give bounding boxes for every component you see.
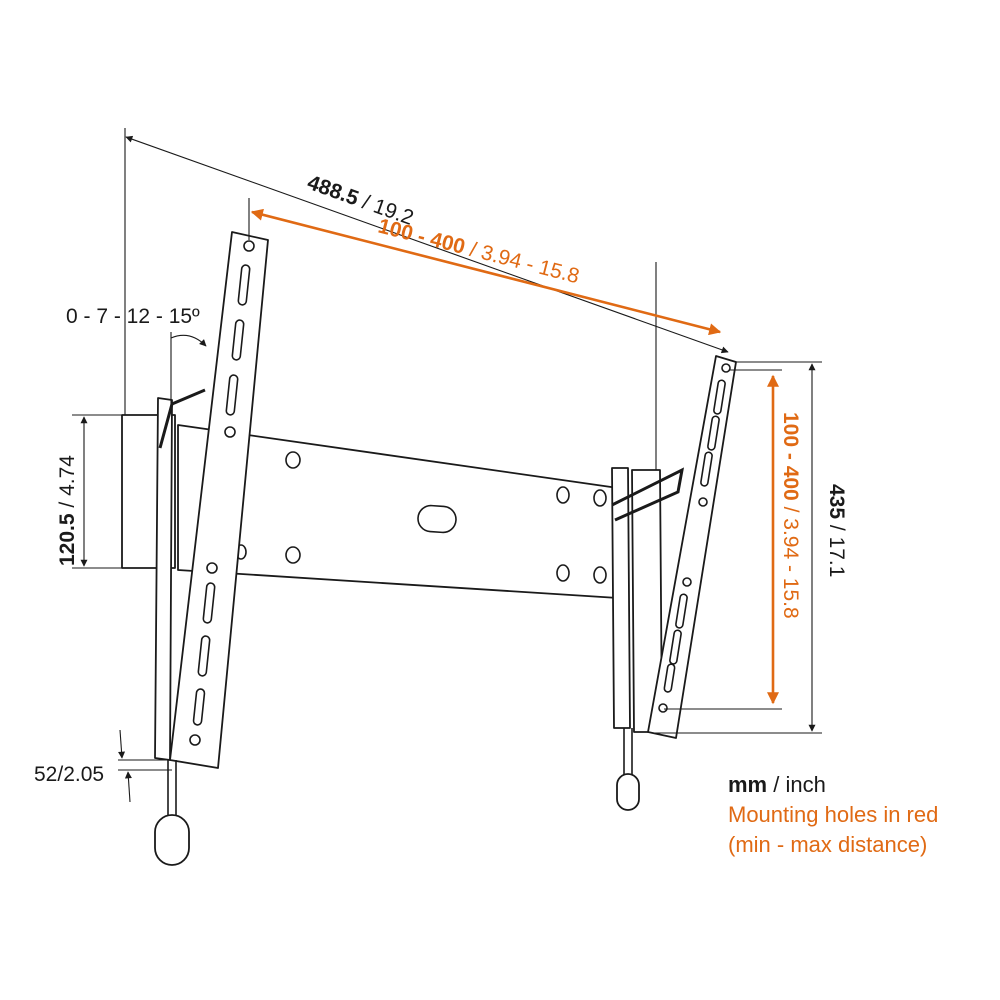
overall-height-mm: 435 [825,484,848,519]
horizontal-hole-spacing-dimension: 100 - 400 / 3.94 - 15.8 [248,198,722,470]
vertical-spacing-inch: 3.94 - 15.8 [779,518,802,618]
vertical-spacing-mm: 100 - 400 [779,412,802,501]
unit-mm: mm [728,772,768,797]
svg-text:100 - 400 / 3.94 - 15.8: 100 - 400 / 3.94 - 15.8 [779,412,802,619]
overall-height-dimension: 435 / 17.1 [652,361,848,734]
wall-plate-height-inch: 4.74 [56,455,79,496]
tilt-angle-label: 0 - 7 - 12 - 15º [66,305,200,328]
wall-plate-height-dimension: 120.5 / 4.74 [56,414,122,569]
tilt-angle-dimension: 0 - 7 - 12 - 15º [66,305,207,405]
right-tv-bracket [611,355,737,811]
svg-text:435 / 17.1: 435 / 17.1 [825,484,848,577]
horizontal-spacing-mm: 100 - 400 [376,215,468,259]
units-line: mm / inch [728,770,938,800]
overall-height-inch: 17.1 [825,537,848,578]
wall-distance-label: 52/2.05 [34,763,104,786]
units-legend: mm / inch Mounting holes in red (min - m… [728,770,938,860]
vertical-hole-spacing-dimension: 100 - 400 / 3.94 - 15.8 [664,369,802,710]
mounting-holes-note: Mounting holes in red [728,802,939,827]
overall-width-mm: 488.5 [304,171,362,210]
svg-text:120.5 / 4.74: 120.5 / 4.74 [56,455,79,566]
unit-inch: / inch [773,772,826,797]
left-tv-bracket [154,231,269,866]
wall-distance-dimension: 52/2.05 [34,729,172,803]
wall-plate-height-mm: 120.5 [56,513,79,566]
min-max-note: (min - max distance) [728,832,928,857]
